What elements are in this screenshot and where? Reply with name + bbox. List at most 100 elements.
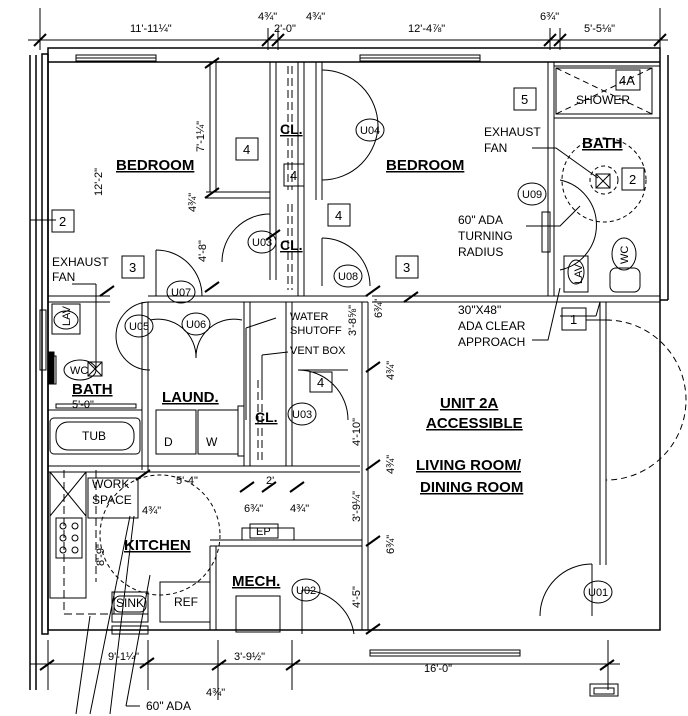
- room-bath-1: BATH: [72, 381, 113, 398]
- dim-ep-wall: 6¾": [385, 535, 397, 554]
- dim-mech-height: 4'-5": [351, 586, 363, 608]
- wall-tag-4a-shower: 4A: [619, 73, 635, 88]
- door-tags: U04 U09 U07 U05 U06 U03 U08 U03 U02 U01: [129, 125, 608, 599]
- tub-label: TUB: [82, 429, 106, 443]
- closet-shelves: [257, 66, 293, 460]
- dim-top-1: 11'-11¼": [130, 23, 172, 35]
- door-tag-u03-top: U03: [252, 237, 272, 249]
- dim-bed-wall-3: 4'-8": [197, 240, 209, 262]
- dimension-texts: 11'-11¼" 4¾" 2'-0" 4¾" 12'-4⅞" 6¾" 5'-5⅛…: [72, 11, 615, 699]
- ref-label: REF: [174, 595, 198, 609]
- room-dining: DINING ROOM: [420, 479, 523, 496]
- exterior-walls: [29, 47, 669, 690]
- wall-tag-2b: 2: [629, 172, 636, 187]
- note-exhaust-2b: FAN: [484, 141, 507, 155]
- wall-tag-3b: 3: [403, 260, 410, 275]
- wall-tag-4c: 4: [335, 208, 342, 223]
- note-water-1: WATER: [290, 311, 329, 323]
- wall-tags: 4 4 4 4 3 3 2 2 5 4A 1: [59, 73, 636, 390]
- dim-vent-wall: 4¾": [385, 361, 397, 380]
- dim-left-1: 12'-2": [93, 168, 105, 196]
- lav-label-2: LAV: [573, 263, 585, 284]
- room-labels: BEDROOM BEDROOM BATH BATH LAUND. CL. CL.…: [72, 121, 623, 590]
- dim-bottom-2: 3'-9½": [234, 651, 265, 663]
- door-tag-u01: U01: [588, 587, 608, 599]
- door-tag-u07: U07: [171, 287, 191, 299]
- bath-fixtures-right: [541, 211, 641, 697]
- note-work-2: SPACE: [92, 493, 132, 507]
- door-tag-u05: U05: [129, 321, 149, 333]
- dim-bed-wall-2: 4¾": [187, 193, 199, 212]
- door-tag-u02: U02: [296, 585, 316, 597]
- note-exhaust-1b: FAN: [52, 270, 75, 284]
- dim-bottom-1: 9'-1¼": [108, 651, 139, 663]
- dim-top-5: 12'-4⅞": [408, 23, 445, 35]
- door-tag-u06: U06: [186, 319, 206, 331]
- dim-top-6: 6¾": [540, 11, 559, 23]
- dim-u08: 3'-8⅝": [347, 305, 359, 336]
- dim-bed-wall-1: 7'-1¼": [195, 121, 207, 152]
- wall-tag-2a: 2: [59, 214, 66, 229]
- dryer-label: D: [164, 435, 173, 449]
- top-dimension-line: [28, 8, 668, 50]
- lav-label-1: LAV: [61, 305, 73, 326]
- dim-bath-width: 5'-0": [72, 399, 94, 411]
- dim-work-wall: 4¾": [142, 505, 161, 517]
- dim-u08-wall: 6¾": [373, 299, 385, 318]
- dim-top-2: 4¾": [258, 11, 277, 23]
- room-bedroom-1: BEDROOM: [116, 157, 194, 174]
- wc-label-1: WC: [70, 365, 88, 377]
- note-vent-box: VENT BOX: [290, 345, 346, 357]
- note-approach-3: APPROACH: [458, 335, 525, 349]
- wall-tag-3a: 3: [129, 260, 136, 275]
- door-tag-u08: U08: [338, 271, 358, 283]
- ep-label: EP: [256, 526, 271, 538]
- unit-subtitle: ACCESSIBLE: [426, 415, 523, 432]
- fixture-labels: SHOWER TUB LAV LAV WC WC D W SINK REF EP: [61, 93, 631, 610]
- sink-label: SINK: [116, 596, 144, 610]
- note-approach-1: 30"X48": [458, 303, 501, 317]
- door-tag-u04: U04: [360, 125, 380, 137]
- wall-tag-5: 5: [521, 92, 528, 107]
- note-water-2: SHUTOFF: [290, 325, 342, 337]
- note-exhaust-1a: EXHAUST: [52, 255, 109, 269]
- shower: [555, 67, 653, 115]
- room-closet-1: CL.: [280, 121, 303, 137]
- note-work-1: WORK: [92, 477, 129, 491]
- wall-break-ticks: [39, 57, 615, 671]
- dim-kitchen-height: 8'-9": [95, 544, 107, 566]
- room-bedroom-2: BEDROOM: [386, 157, 464, 174]
- door-tag-u09: U09: [522, 189, 542, 201]
- unit-title: UNIT 2A: [440, 395, 499, 412]
- dim-top-3: 2'-0": [274, 23, 296, 35]
- room-laundry: LAUND.: [162, 389, 219, 406]
- room-living: LIVING ROOM/: [416, 457, 522, 474]
- notes: EXHAUST FAN EXHAUST FAN 60" ADA TURNING …: [52, 125, 541, 713]
- laundry-appliances: [155, 405, 245, 457]
- dim-bottom-3: 16'-0": [424, 663, 452, 675]
- note-exhaust-2a: EXHAUST: [484, 125, 541, 139]
- dim-mech: 3'-9¼": [351, 491, 363, 522]
- note-ada-60: 60" ADA: [146, 699, 191, 713]
- room-mech: MECH.: [232, 573, 280, 590]
- dim-cl-wall: 6¾": [244, 503, 263, 515]
- exhaust-fan-icon: [87, 173, 611, 377]
- room-bath-2: BATH: [582, 135, 623, 152]
- door-tag-u03-bottom: U03: [292, 409, 312, 421]
- wall-tag-4a: 4: [243, 142, 250, 157]
- shower-label: SHOWER: [576, 93, 630, 107]
- tag-boxes: [51, 69, 645, 615]
- door-swings: [115, 69, 687, 635]
- note-turning-2: TURNING: [458, 229, 513, 243]
- dim-bottom-4: 4¾": [206, 687, 225, 699]
- wall-tag-4b: 4: [290, 168, 297, 183]
- dim-laundry-width: 5'-4": [176, 475, 198, 487]
- dim-cl-wall-2: 4¾": [290, 503, 309, 515]
- leader-lines: [50, 147, 610, 715]
- note-approach-2: ADA CLEAR: [458, 319, 526, 333]
- room-closet-3: CL.: [255, 409, 278, 425]
- wall-tag-1: 1: [570, 312, 577, 327]
- dim-cl-width: 2': [266, 475, 274, 487]
- note-turning-3: RADIUS: [458, 245, 503, 259]
